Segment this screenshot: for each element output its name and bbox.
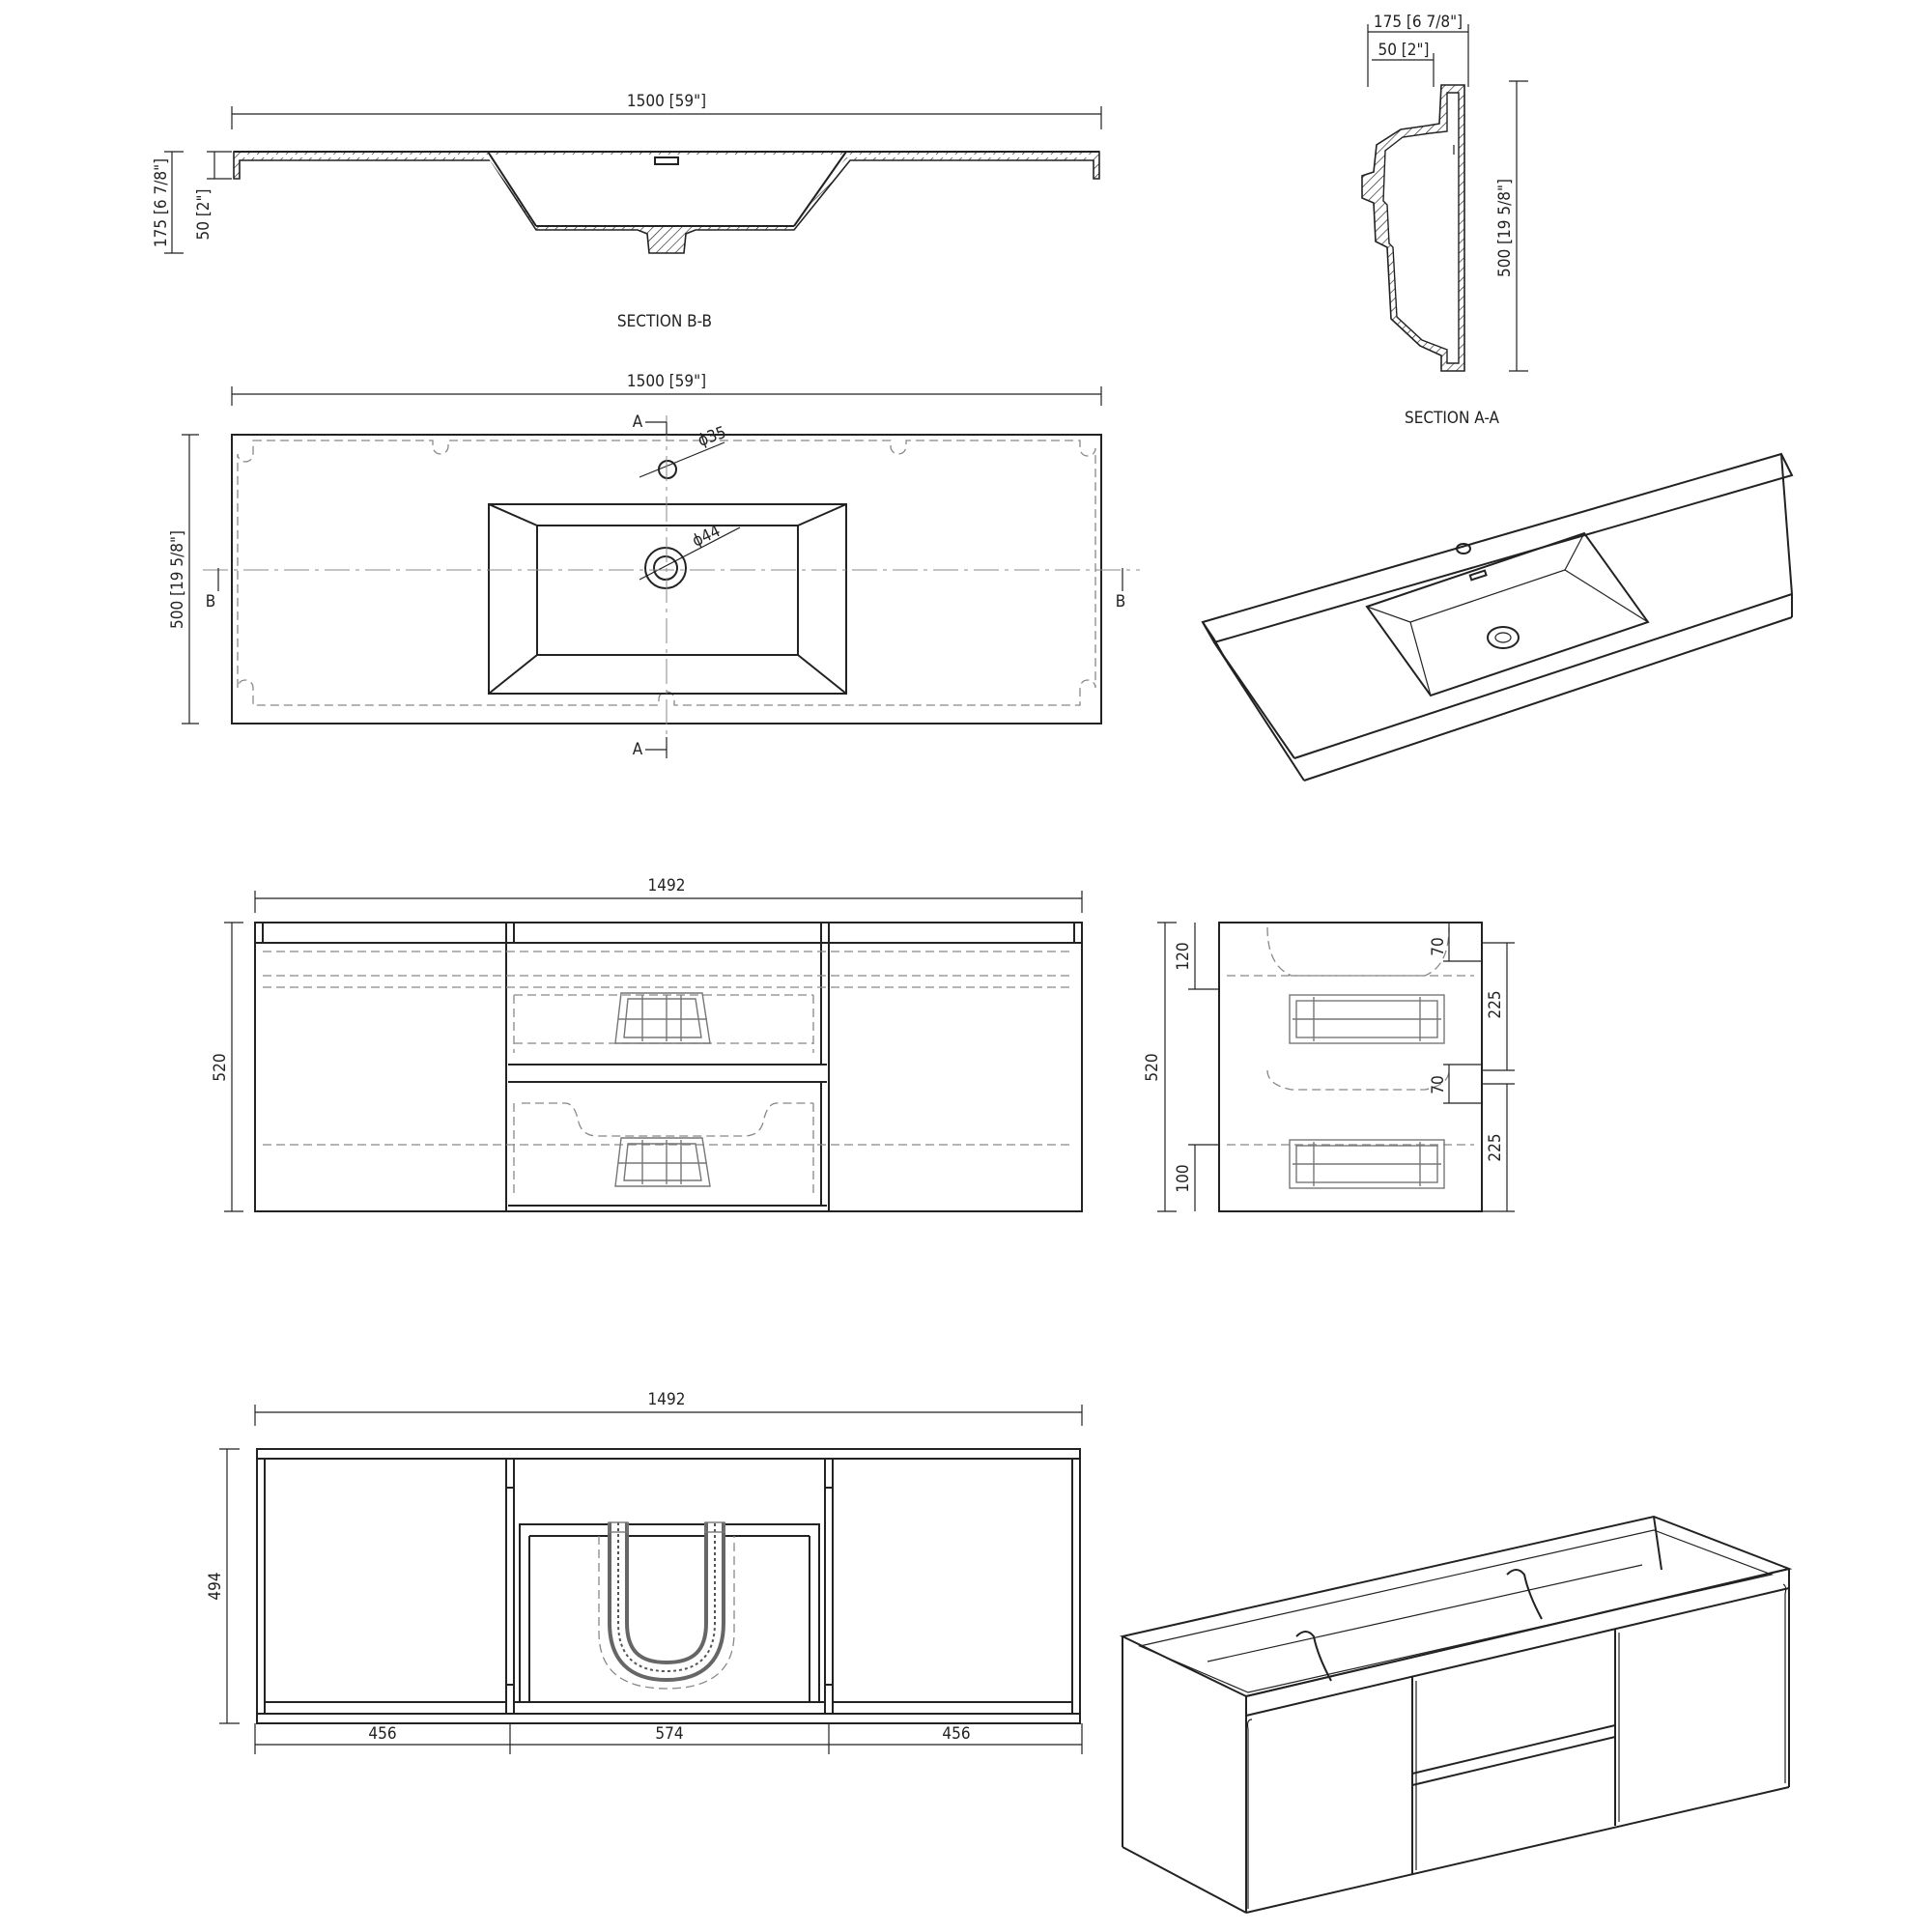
cabinet-open-outline <box>256 1448 1081 1724</box>
cabinet-open-height-label: 494 <box>206 1572 225 1600</box>
faucet-hole-diameter-label: ϕ35 <box>696 423 729 451</box>
side-siphon-upper <box>1289 994 1445 1044</box>
cabinet-open-bay-left: 456 <box>368 1724 396 1744</box>
cabinet-side-dim-225-bottom: 225 <box>1486 1133 1505 1161</box>
plan-depth-label: 500 [19 5/8"] <box>168 530 187 629</box>
drawer-siphon-lower <box>614 1137 711 1187</box>
cabinet-front-outline <box>254 922 1083 1212</box>
cabinet-open-bay-right: 456 <box>942 1724 970 1744</box>
cabinet-side-dim-100: 100 <box>1174 1164 1193 1192</box>
plan-cut-b-left: B <box>206 592 216 611</box>
cabinet-open-width-label: 1492 <box>648 1390 686 1409</box>
plan-cut-b-right: B <box>1116 592 1126 611</box>
drain-hole <box>644 547 687 589</box>
basin-bowl-outline <box>488 503 847 695</box>
section-bb-height-rim-label: 50 [2"] <box>194 188 213 240</box>
side-siphon-lower <box>1289 1139 1445 1189</box>
section-aa-depth-rim-label: 50 [2"] <box>1378 41 1429 60</box>
section-bb-view: 1500 [59"] 175 [6 7/8"] 50 [2"] SECTION … <box>152 92 1102 331</box>
cabinet-open-bay-center: 574 <box>655 1724 683 1744</box>
cabinet-isometric-view <box>1119 1515 1793 1914</box>
section-aa-title: SECTION A-A <box>1405 409 1499 428</box>
section-aa-height-label: 500 [19 5/8"] <box>1495 179 1515 277</box>
iso-drain <box>1487 626 1520 649</box>
u-siphon-drawing <box>598 1521 735 1690</box>
plan-cut-a-bottom: A <box>633 740 643 759</box>
cabinet-front-width-label: 1492 <box>648 876 686 895</box>
cabinet-side-height-label: 520 <box>1143 1053 1162 1081</box>
cabinet-side-dim-70-top: 70 <box>1429 937 1448 955</box>
plan-cut-a-top: A <box>633 412 643 432</box>
cabinet-side-dim-70-mid: 70 <box>1429 1075 1448 1094</box>
section-aa-depth-top-label: 175 [6 7/8"] <box>1374 13 1463 32</box>
section-bb-title: SECTION B-B <box>617 312 712 331</box>
cabinet-side-outline <box>1218 922 1483 1212</box>
cabinet-front-height-label: 520 <box>211 1053 230 1081</box>
iso-faucet-hole <box>1456 543 1471 554</box>
basin-isometric-view <box>1201 452 1794 781</box>
cabinet-front-view: 1492 520 <box>211 876 1083 1212</box>
section-bb-height-total-label: 175 [6 7/8"] <box>152 158 171 247</box>
section-aa-view: 175 [6 7/8"] 50 [2"] 500 [19 5/8"] SECTI… <box>1361 13 1528 428</box>
cabinet-side-dim-225-top: 225 <box>1486 990 1505 1018</box>
drawer-siphon-upper <box>614 992 711 1044</box>
section-bb-width-label: 1500 [59"] <box>627 92 706 111</box>
plan-width-label: 1500 [59"] <box>627 372 706 391</box>
cabinet-open-drawer-frame <box>519 1523 820 1703</box>
basin-plan-view: 1500 [59"] 500 [19 5/8"] ϕ35 ϕ44 A A B B <box>168 372 1140 759</box>
cabinet-side-dim-120: 120 <box>1174 942 1193 970</box>
cabinet-open-view: 1492 494 456 574 4 <box>206 1390 1083 1754</box>
cabinet-side-view: 520 120 100 70 70 <box>1143 922 1515 1212</box>
